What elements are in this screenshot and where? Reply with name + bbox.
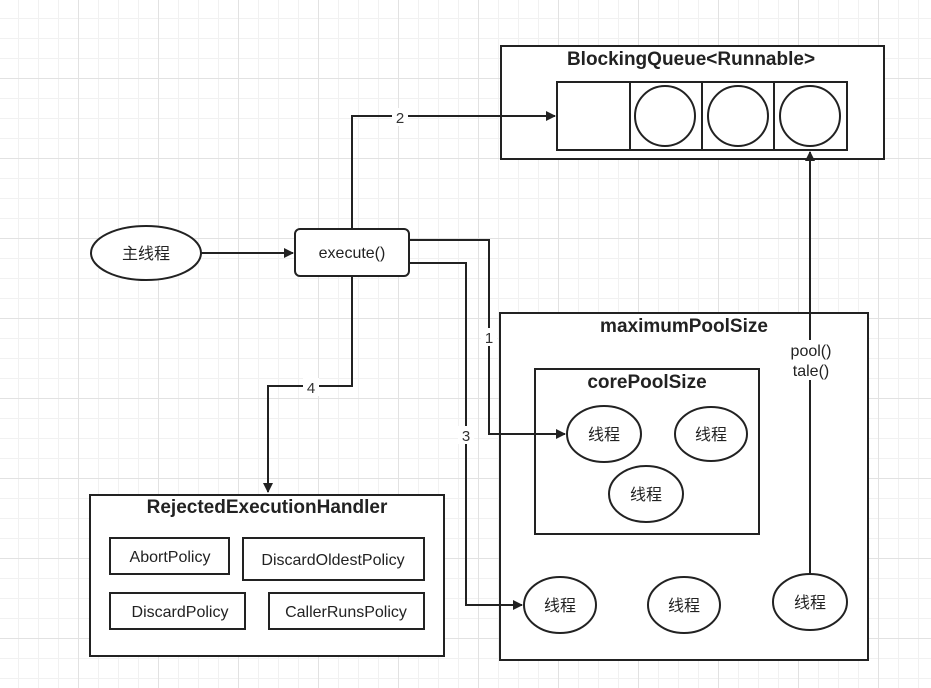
- thread-label: 线程: [544, 597, 576, 615]
- thread-label: 线程: [695, 426, 727, 444]
- extra-thread-node: [647, 576, 721, 634]
- blocking-queue-title: BlockingQueue<Runnable>: [567, 49, 815, 70]
- thread-label: 线程: [668, 597, 700, 615]
- maximum-pool-title: maximumPoolSize: [600, 316, 768, 337]
- thread-label: 线程: [794, 594, 826, 612]
- rejected-execution-handler: RejectedExecutionHandler AbortPolicy Dis…: [89, 494, 445, 657]
- edge-2-label: 2: [396, 110, 404, 127]
- queued-task: [634, 85, 696, 147]
- queued-task: [707, 85, 769, 147]
- edge-3-label: 3: [462, 428, 470, 445]
- abort-policy-box: [109, 537, 230, 575]
- discard-policy-box: [109, 592, 246, 630]
- edge-1-label: 1: [485, 330, 493, 347]
- core-thread-node: [674, 406, 748, 462]
- abort-policy-label: AbortPolicy: [130, 549, 211, 566]
- main-thread-label: 主线程: [122, 245, 170, 263]
- discard-oldest-policy-box: [242, 537, 425, 581]
- take-label-line2: tale(): [793, 363, 829, 380]
- core-thread-node: [566, 405, 642, 463]
- queue-slot-empty: [556, 81, 631, 151]
- extra-thread-node: [523, 576, 597, 634]
- queued-task: [779, 85, 841, 147]
- blocking-queue: BlockingQueue<Runnable>: [500, 45, 885, 160]
- edge-4-label: 4: [307, 380, 315, 397]
- discard-policy-label: DiscardPolicy: [132, 604, 229, 621]
- execute-label: execute(): [319, 245, 386, 262]
- edge-2-to-queue: [351, 111, 556, 229]
- take-label-line1: pool(): [791, 343, 832, 360]
- handler-title: RejectedExecutionHandler: [147, 497, 388, 518]
- core-thread-node: [608, 465, 684, 523]
- caller-runs-policy-label: CallerRunsPolicy: [285, 604, 407, 621]
- caller-runs-policy-box: [268, 592, 425, 630]
- core-pool-title: corePoolSize: [587, 372, 706, 393]
- thread-label: 线程: [588, 426, 620, 444]
- thread-label: 线程: [630, 486, 662, 504]
- discard-oldest-policy-label: DiscardOldestPolicy: [261, 552, 404, 569]
